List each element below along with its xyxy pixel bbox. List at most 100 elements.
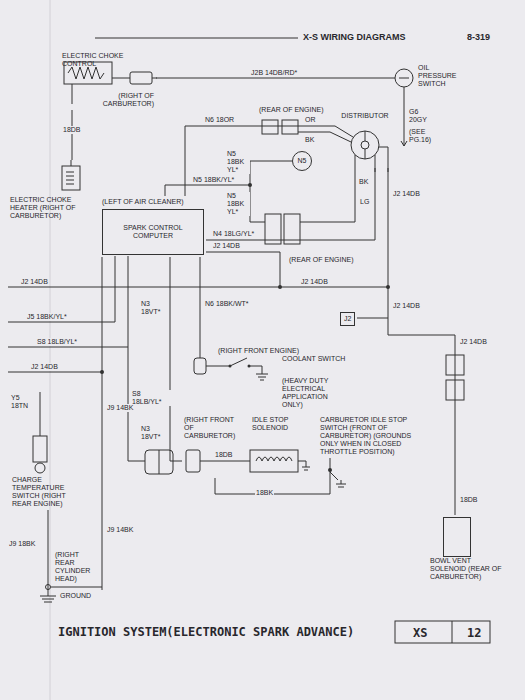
choke-control-label: ELECTRIC CHOKE CONTROL	[62, 52, 154, 68]
coolant-switch-label: (HEAVY DUTY ELECTRICAL APPLICATION ONLY)	[282, 377, 346, 409]
coolant-switch-label: (RIGHT FRONT ENGINE)	[218, 347, 346, 355]
idle-stop-solenoid: (RIGHT FRONT OF CARBURETOR)IDLE STOP SOL…	[182, 414, 312, 478]
wire-code: N4 18LG/YL*	[212, 230, 255, 238]
resistor-symbol	[68, 67, 104, 79]
distributor-label: DISTRIBUTOR	[337, 112, 393, 120]
label-row: OIL PRESSURE SWITCH	[394, 64, 462, 88]
label-row: (RIGHT FRONT OF CARBURETOR)IDLE STOP SOL…	[184, 416, 310, 440]
spark-control-computer: (LEFT OF AIR CLEANER) SPARK CONTROL COMPU…	[100, 196, 206, 257]
location-note: (REAR OF ENGINE)	[258, 106, 325, 114]
wire-code: N3 18VT*	[140, 425, 168, 441]
switch-contact	[229, 365, 232, 368]
wire-code: 18DB	[459, 496, 479, 504]
header-rule	[95, 37, 298, 38]
wire	[156, 78, 392, 79]
symbol-space	[12, 432, 80, 476]
ground-symbol	[40, 587, 102, 602]
wire-code: J2B 14DB/RD*	[250, 69, 298, 77]
symbol-space	[184, 440, 310, 476]
spark-control-computer-label: (LEFT OF AIR CLEANER)	[102, 198, 204, 206]
charge-temperature-switch: CHARGE TEMPERATURE SWITCH (RIGHT REAR EN…	[10, 430, 82, 510]
idle-stop-solenoid-label: IDLE STOP SOLENOID	[252, 416, 310, 432]
circuit-callout-label: J2	[344, 315, 351, 323]
connector-symbol	[186, 450, 200, 472]
location-note: (REAR OF ENGINE)	[288, 256, 355, 264]
connector-symbol	[282, 120, 298, 134]
solenoid-body	[443, 517, 471, 557]
wire-code: N3 18VT*	[140, 300, 168, 316]
connector-symbol	[262, 120, 278, 134]
page-number: 8-319	[466, 32, 491, 43]
coolant-sensor-symbol	[194, 358, 206, 374]
wire-code: G6 20GY	[408, 108, 434, 124]
wire-code: J2 14DB	[20, 278, 49, 286]
wire	[72, 110, 73, 160]
connector-symbol	[145, 450, 173, 474]
page-header: X-S WIRING DIAGRAMS	[303, 32, 406, 43]
wire-code: J2 14DB	[392, 190, 421, 198]
diagram-caption: IGNITION SYSTEM(ELECTRONIC SPARK ADVANCE…	[58, 625, 354, 639]
bowl-vent-solenoid-label: BOWL VENT SOLENOID (REAR OF CARBURETOR)	[430, 557, 506, 581]
wire-code: J2 14DB	[392, 302, 421, 310]
wire-code: J9 14BK	[106, 404, 134, 412]
choke-control: ELECTRIC CHOKE CONTROL(RIGHT OF CARBURET…	[60, 50, 156, 110]
wire-code: N6 18BK/WT*	[204, 300, 250, 308]
circuit-callout: J2	[340, 312, 355, 326]
wire-color: OR	[304, 116, 317, 124]
location-note: (RIGHT REAR CYLINDER HEAD)	[54, 551, 100, 583]
switch-symbol	[330, 472, 346, 487]
wire-code: J2 14DB	[300, 278, 329, 286]
oil-pressure-switch: OIL PRESSURE SWITCH	[392, 62, 464, 90]
spark-control-computer-label: SPARK CONTROL COMPUTER	[102, 209, 204, 255]
splice-callout: N5	[292, 151, 312, 171]
wire	[200, 257, 201, 345]
wire-code: J2 14DB	[30, 363, 59, 371]
wire-code: N5 18BK YL*	[226, 150, 250, 174]
distributor-symbol	[351, 131, 379, 159]
distributor: DISTRIBUTOR	[335, 110, 395, 168]
wire-code: N5 18BK YL*	[226, 192, 250, 216]
oil-pressure-switch-label: OIL PRESSURE SWITCH	[418, 64, 462, 88]
wire	[170, 257, 182, 461]
wire-code: 18BK	[255, 489, 274, 497]
footer-box	[395, 621, 490, 643]
wire-code: J9 18BK	[8, 540, 36, 548]
temperature-switch-symbol	[33, 436, 47, 462]
wire-code: S8 18LB/YL*	[36, 338, 78, 346]
coolant-switch: (RIGHT FRONT ENGINE)COOLANT SWITCH(HEAVY…	[188, 345, 348, 411]
label-row: GROUND	[38, 592, 118, 604]
idle-stop-switch: CARBURETOR IDLE STOP SWITCH (FRONT OF CA…	[318, 414, 428, 458]
charge-temperature-switch-label: CHARGE TEMPERATURE SWITCH (RIGHT REAR EN…	[12, 476, 80, 508]
symbol-space	[337, 120, 393, 166]
wire	[48, 510, 49, 590]
symbol-space	[10, 162, 78, 196]
wire	[250, 147, 388, 222]
wire-code: J2 14DB	[212, 242, 241, 250]
section-code: XS	[412, 626, 428, 640]
page-gutter	[50, 0, 51, 700]
distributor-rotor	[361, 141, 369, 149]
switch-contact	[248, 365, 251, 368]
wire-code: Y5 18TN	[10, 394, 36, 410]
connector-symbol	[159, 450, 160, 474]
heater-element	[66, 160, 74, 184]
wire-code: N6 18OR	[204, 116, 235, 124]
wire	[8, 252, 388, 318]
wire	[388, 168, 455, 515]
symbol-space	[62, 68, 154, 92]
footer-box	[452, 621, 453, 643]
splice-callout-label: N5	[298, 157, 307, 165]
splice-dot	[278, 285, 282, 289]
label-row: COOLANT SWITCH	[190, 355, 346, 377]
wire-code: N5 18BK/YL*	[192, 176, 235, 184]
wire-color: BK	[304, 136, 315, 144]
wire	[102, 257, 103, 590]
symbol-space	[38, 592, 60, 604]
choke-heater-label: ELECTRIC CHOKE HEATER (RIGHT OF CARBURET…	[10, 196, 78, 220]
heater-symbol	[62, 166, 80, 190]
wire-code: S8 18LB/YL*	[131, 390, 171, 406]
wire-code: 18DB	[62, 126, 82, 134]
wire-code: J5 18BK/YL*	[26, 313, 68, 321]
page-number: 12	[466, 626, 482, 640]
